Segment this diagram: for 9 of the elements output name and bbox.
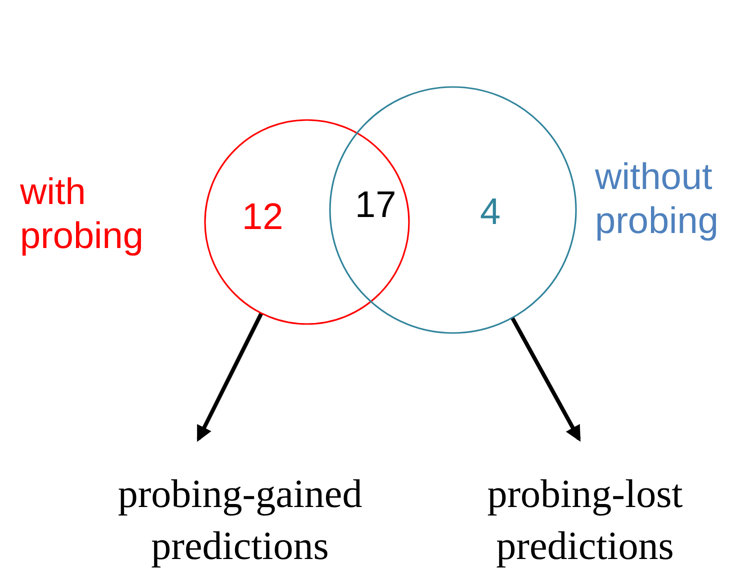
arrow [196,312,264,442]
outcome-label: probing-lost predictions [486,470,684,570]
count-label: 12 [242,195,284,239]
outcome-label: probing-gained predictions [116,470,364,570]
count-label: 17 [355,183,396,227]
arrow [510,316,581,442]
set-label: with probing [20,170,144,258]
count-label: 4 [480,190,501,234]
set-label: without probing [595,155,720,244]
